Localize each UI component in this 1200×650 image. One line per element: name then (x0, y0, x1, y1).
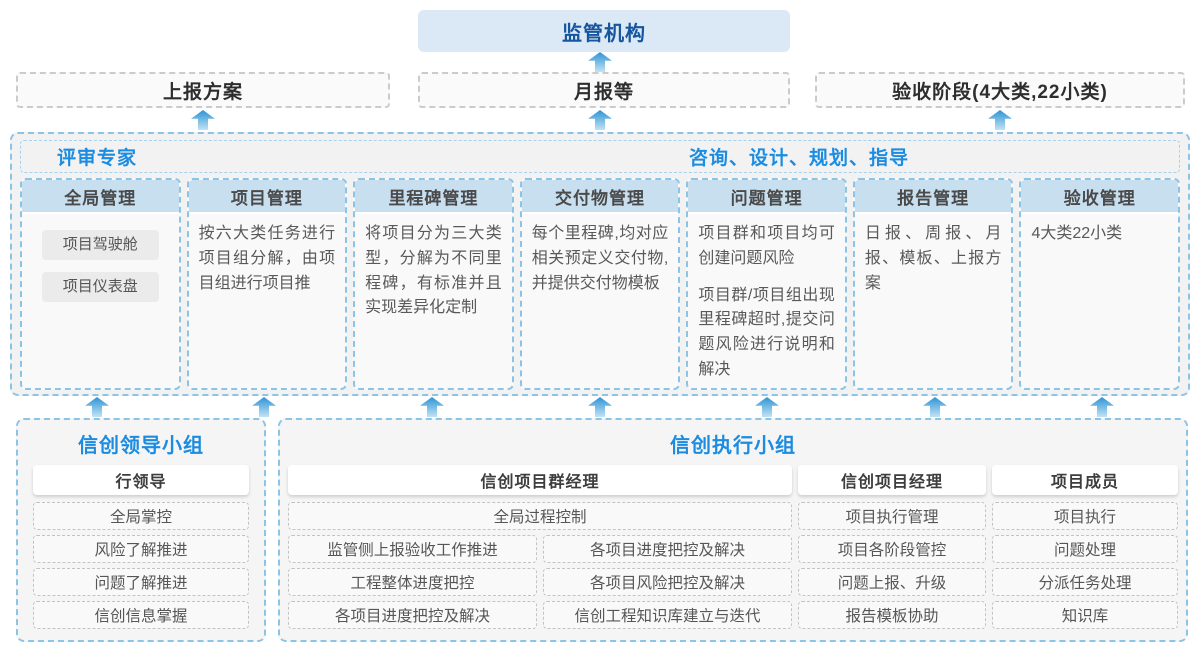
up-arrow-icon (420, 397, 444, 417)
column-paragraph: 4大类22小类 (1031, 225, 1123, 242)
column-header: 报告管理 (854, 180, 1012, 214)
task-item: 各项目风险把控及解决 (543, 568, 792, 596)
task-item: 问题上报、升级 (798, 568, 986, 596)
column-paragraph: 按六大类任务进行项目组分解，由项目组进行项目推 (198, 225, 336, 292)
column-deliverable-management: 交付物管理 每个里程碑,均对应相关预定义交付物,并提供交付物模板 (519, 178, 681, 390)
column-global-management: 全局管理 项目驾驶舱 项目仪表盘 (20, 178, 181, 390)
column-body: 将项目分为三大类型，分解为不同里程碑，有标准并且实现差异化定制 (355, 214, 512, 341)
execution-group-panel: 信创执行小组 信创项目群经理 全局过程控制 监管侧上报验收工作推进 工程整体进度… (278, 418, 1188, 642)
task-item: 工程整体进度把控 (288, 568, 537, 596)
up-arrow-icon (191, 110, 215, 130)
program-manager-column: 信创项目群经理 全局过程控制 监管侧上报验收工作推进 工程整体进度把控 各项目进… (288, 465, 792, 634)
up-arrow-icon (252, 397, 276, 417)
up-arrow-icon (1090, 397, 1114, 417)
up-arrow-icon (923, 397, 947, 417)
project-manager-column: 信创项目经理 项目执行管理 项目各阶段管控 问题上报、升级 报告模板协助 (798, 465, 986, 634)
column-header: 全局管理 (22, 180, 179, 214)
column-paragraph: 项目群和项目均可创建问题风险 (698, 225, 835, 267)
task-item: 项目执行管理 (798, 502, 986, 530)
leadership-group-panel: 信创领导小组 行领导 全局掌控 风险了解推进 问题了解推进 信创信息掌握 (16, 418, 266, 642)
up-arrow-icon (988, 110, 1012, 130)
column-paragraph: 每个里程碑,均对应相关预定义交付物,并提供交付物模板 (531, 225, 669, 292)
column-project-management: 项目管理 按六大类任务进行项目组分解，由项目组进行项目推 (186, 178, 348, 390)
column-paragraph: 将项目分为三大类型，分解为不同里程碑，有标准并且实现差异化定制 (365, 225, 502, 317)
task-item: 问题了解推进 (33, 568, 249, 596)
program-manager-task-col2: 各项目进度把控及解决 各项目风险把控及解决 信创工程知识库建立与迭代 (543, 535, 792, 634)
up-arrow-icon (85, 397, 109, 417)
channel-monthly-report: 月报等 (418, 72, 790, 108)
execution-group-content: 信创项目群经理 全局过程控制 监管侧上报验收工作推进 工程整体进度把控 各项目进… (280, 465, 1186, 634)
column-header: 里程碑管理 (355, 180, 512, 214)
leadership-group-title: 信创领导小组 (78, 435, 204, 457)
project-member-column: 项目成员 项目执行 问题处理 分派任务处理 知识库 (992, 465, 1178, 634)
column-acceptance-management: 验收管理 4大类22小类 (1019, 178, 1181, 390)
task-item: 各项目进度把控及解决 (543, 535, 792, 563)
task-item: 信创信息掌握 (33, 601, 249, 629)
task-item: 报告模板协助 (798, 601, 986, 629)
task-item: 问题处理 (992, 535, 1178, 563)
regulator-box: 监管机构 (418, 10, 790, 52)
column-issue-management: 问题管理 项目群和项目均可创建问题风险 项目群/项目组出现里程碑超时,提交问题风… (686, 178, 847, 390)
program-manager-task-col1: 监管侧上报验收工作推进 工程整体进度把控 各项目进度把控及解决 (288, 535, 537, 634)
task-item: 项目执行 (992, 502, 1178, 530)
execution-group-title: 信创执行小组 (670, 435, 796, 457)
column-body: 项目驾驶舱 项目仪表盘 (22, 214, 179, 322)
program-manager-task-grid: 监管侧上报验收工作推进 工程整体进度把控 各项目进度把控及解决 各项目进度把控及… (288, 535, 792, 634)
column-header: 验收管理 (1021, 180, 1179, 214)
column-header: 项目管理 (188, 180, 346, 214)
column-milestone-management: 里程碑管理 将项目分为三大类型，分解为不同里程碑，有标准并且实现差异化定制 (353, 178, 514, 390)
management-columns: 全局管理 项目驾驶舱 项目仪表盘 项目管理 按六大类任务进行项目组分解，由项目组… (20, 178, 1181, 390)
task-item: 监管侧上报验收工作推进 (288, 535, 537, 563)
column-paragraph: 日报、周报、月报、模板、上报方案 (864, 225, 1002, 292)
pill-project-dashboard: 项目仪表盘 (42, 272, 159, 302)
pill-project-cockpit: 项目驾驶舱 (42, 230, 159, 260)
expert-roles-bar: 评审专家 咨询、设计、规划、指导 (20, 140, 1180, 173)
task-item: 全局过程控制 (288, 502, 792, 530)
column-body: 日报、周报、月报、模板、上报方案 (855, 214, 1012, 316)
role-bank-leader: 行领导 (33, 465, 249, 495)
column-header: 问题管理 (688, 180, 845, 214)
task-item: 项目各阶段管控 (798, 535, 986, 563)
up-arrow-icon (588, 110, 612, 130)
role-program-manager: 信创项目群经理 (288, 465, 792, 495)
role-project-manager: 信创项目经理 (798, 465, 986, 495)
consulting-label: 咨询、设计、规划、指导 (689, 148, 910, 169)
column-report-management: 报告管理 日报、周报、月报、模板、上报方案 (852, 178, 1014, 390)
up-arrow-icon (755, 397, 779, 417)
channel-report-plan: 上报方案 (16, 72, 390, 108)
review-expert-label: 评审专家 (57, 148, 138, 169)
task-item: 知识库 (992, 601, 1178, 629)
column-body: 每个里程碑,均对应相关预定义交付物,并提供交付物模板 (522, 214, 679, 316)
role-project-member: 项目成员 (992, 465, 1178, 495)
column-body: 按六大类任务进行项目组分解，由项目组进行项目推 (189, 214, 346, 316)
management-platform-panel: 评审专家 咨询、设计、规划、指导 全局管理 项目驾驶舱 项目仪表盘 项目管理 按… (10, 132, 1190, 396)
up-arrow-icon (588, 52, 612, 72)
task-item: 分派任务处理 (992, 568, 1178, 596)
column-header: 交付物管理 (521, 180, 679, 214)
column-body: 4大类22小类 (1021, 214, 1178, 267)
task-item: 信创工程知识库建立与迭代 (543, 601, 792, 629)
column-paragraph: 项目群/项目组出现里程碑超时,提交问题风险进行说明和解决 (698, 286, 835, 378)
column-body: 项目群和项目均可创建问题风险 项目群/项目组出现里程碑超时,提交问题风险进行说明… (688, 214, 845, 388)
task-item: 各项目进度把控及解决 (288, 601, 537, 629)
channel-acceptance-stage: 验收阶段(4大类,22小类) (815, 72, 1185, 108)
task-item: 风险了解推进 (33, 535, 249, 563)
up-arrow-icon (588, 397, 612, 417)
leadership-group-content: 行领导 全局掌控 风险了解推进 问题了解推进 信创信息掌握 (18, 465, 264, 629)
task-item: 全局掌控 (33, 502, 249, 530)
